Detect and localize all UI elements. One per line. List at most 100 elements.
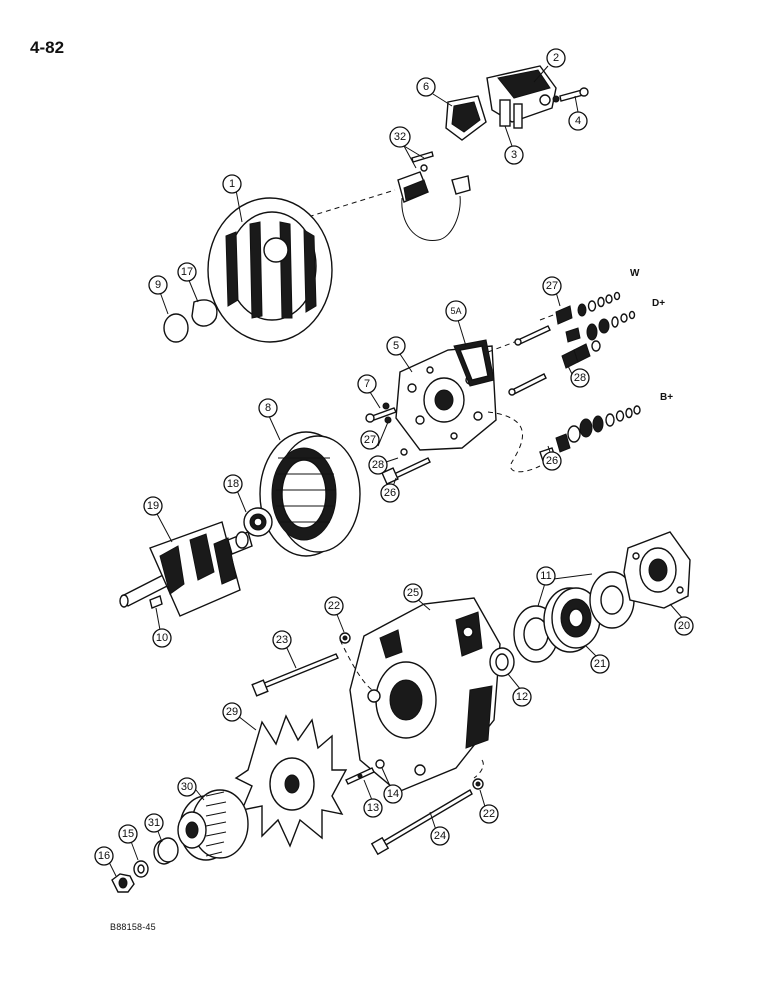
- svg-text:19: 19: [147, 500, 159, 512]
- callout: 3: [504, 145, 524, 165]
- callout: 8: [258, 398, 278, 418]
- page-number: 4-82: [30, 38, 65, 57]
- callout: 10: [152, 628, 172, 648]
- svg-text:22: 22: [328, 600, 340, 612]
- svg-text:10: 10: [156, 632, 168, 644]
- housing-seal: [191, 299, 218, 327]
- svg-text:26: 26: [384, 487, 396, 499]
- leader-lines: [105, 65, 685, 877]
- callout: 1: [222, 174, 242, 194]
- svg-text:27: 27: [546, 280, 558, 292]
- callout: 22: [479, 804, 499, 824]
- svg-text:5A: 5A: [450, 306, 461, 316]
- cooling-fan: [234, 714, 348, 848]
- svg-text:7: 7: [364, 378, 370, 390]
- svg-text:32: 32: [394, 131, 406, 143]
- figure-code: B88158-45: [110, 922, 156, 932]
- terminal-stud-w: [514, 325, 551, 346]
- svg-text:11: 11: [540, 570, 551, 582]
- pulley: [177, 789, 249, 861]
- slip-ring-end-housing: [207, 197, 333, 343]
- svg-text:2: 2: [553, 52, 559, 64]
- callout: 12: [512, 687, 532, 707]
- terminal-label-w: W: [630, 268, 640, 279]
- regulator-assembly: [486, 65, 557, 129]
- svg-text:27: 27: [364, 434, 376, 446]
- svg-text:16: 16: [98, 850, 110, 862]
- nut-upper: [339, 632, 351, 644]
- lock-washer: [133, 860, 149, 878]
- callout: 15: [118, 824, 138, 844]
- svg-text:18: 18: [227, 478, 239, 490]
- svg-text:23: 23: [276, 634, 288, 646]
- callout: 5: [386, 336, 406, 356]
- svg-text:6: 6: [423, 81, 429, 93]
- through-bolt-short: [381, 448, 431, 485]
- svg-text:28: 28: [372, 459, 384, 471]
- pulley-spacer: [153, 837, 179, 865]
- callout: 14: [383, 784, 403, 804]
- drive-end-housing: [349, 597, 501, 793]
- callout: 7: [357, 374, 377, 394]
- callout: 26: [380, 483, 400, 503]
- drive-end-bearing: [543, 587, 601, 653]
- regulator-bolt: [552, 87, 589, 103]
- terminal-stud-b: [508, 373, 547, 396]
- svg-text:30: 30: [181, 781, 193, 793]
- callout: 19: [143, 496, 163, 516]
- callout: 29: [222, 702, 242, 722]
- svg-text:8: 8: [265, 402, 271, 414]
- callout: 30: [177, 777, 197, 797]
- callout: 17: [177, 262, 197, 282]
- stator: [259, 431, 361, 557]
- rotor: [119, 521, 253, 617]
- svg-text:22: 22: [483, 808, 495, 820]
- callout: 6: [416, 77, 436, 97]
- svg-text:17: 17: [181, 266, 193, 278]
- svg-text:24: 24: [434, 830, 446, 842]
- bearing-retainer-plate: [623, 531, 691, 609]
- callout: 31: [144, 813, 164, 833]
- bearing-slip-ring-end: [243, 507, 273, 537]
- bearing-cover-rear: [589, 571, 635, 629]
- svg-text:31: 31: [148, 817, 160, 829]
- callout: 18: [223, 474, 243, 494]
- o-ring: [163, 313, 189, 343]
- callout: 28: [570, 368, 590, 388]
- callout: 21: [590, 654, 610, 674]
- callout: 4: [568, 111, 588, 131]
- callout: 25: [403, 583, 423, 603]
- svg-text:21: 21: [594, 658, 606, 670]
- callout: 24: [430, 826, 450, 846]
- housing-screw: [345, 759, 385, 785]
- pulley-nut: [111, 873, 135, 893]
- terminal-hardware-w-row: [539, 291, 621, 325]
- nut-lower: [472, 778, 484, 790]
- svg-text:3: 3: [511, 149, 517, 161]
- woodruff-key: [149, 595, 163, 609]
- callout: 13: [363, 798, 383, 818]
- callout: 20: [674, 616, 694, 636]
- svg-text:1: 1: [229, 178, 235, 190]
- callout: 27: [542, 276, 562, 296]
- suppression-capacitor: [397, 151, 471, 241]
- terminal-label-b: B+: [660, 392, 673, 403]
- svg-text:29: 29: [226, 706, 238, 718]
- svg-text:26: 26: [546, 455, 558, 467]
- callout: 11: [536, 566, 556, 586]
- through-bolt-lower: [370, 789, 473, 856]
- svg-text:28: 28: [574, 372, 586, 384]
- callout: 16: [94, 846, 114, 866]
- rectifier-gasket: [453, 339, 495, 387]
- rectifier-screw: [365, 402, 397, 424]
- callout: 5A: [445, 300, 467, 322]
- callout: 22: [324, 596, 344, 616]
- svg-text:14: 14: [387, 788, 399, 800]
- insulator-pair: [561, 340, 601, 369]
- regulator-gasket: [445, 95, 487, 141]
- callout: 9: [148, 275, 168, 295]
- spacer-ring: [489, 647, 515, 677]
- svg-text:4: 4: [575, 115, 581, 127]
- callout: 2: [546, 48, 566, 68]
